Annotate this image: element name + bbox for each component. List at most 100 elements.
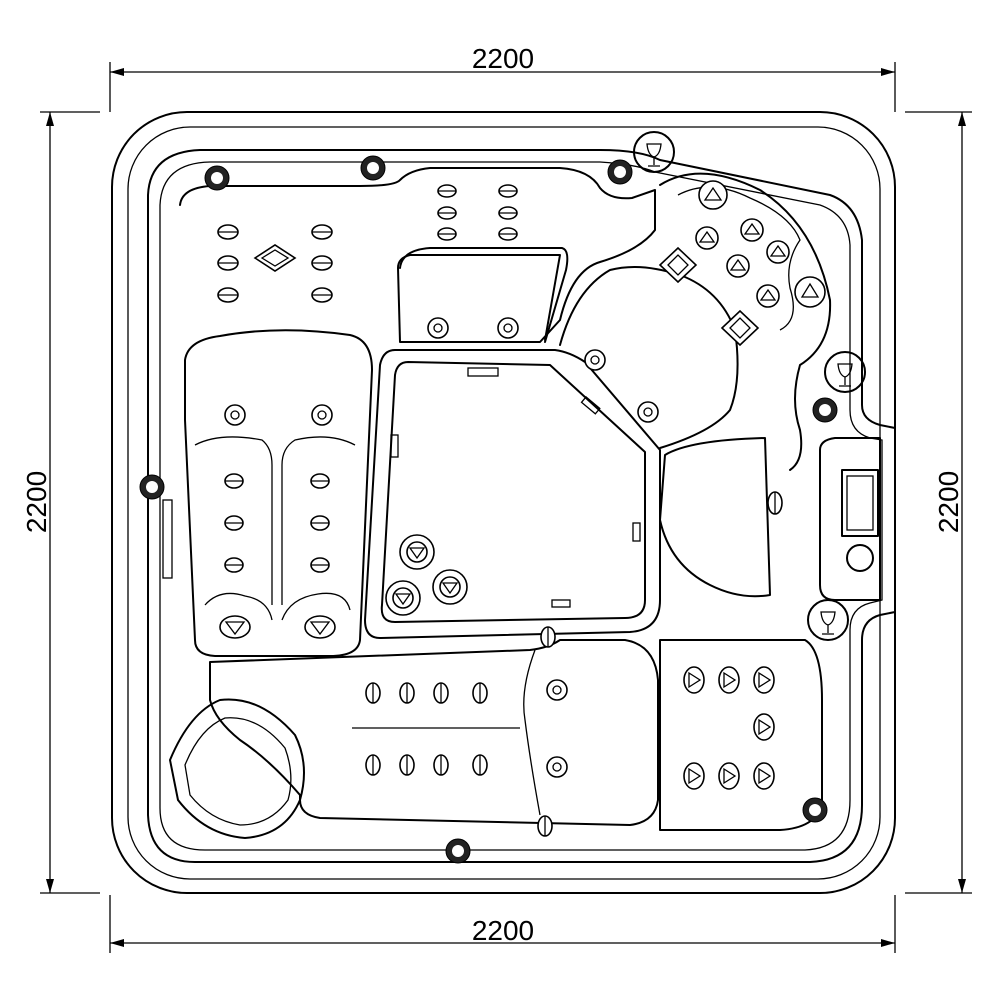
air-controls [139,155,838,864]
drain-icon [551,599,571,608]
jet-icon[interactable] [224,515,244,531]
jet-icon[interactable] [698,180,728,210]
jet-icon[interactable] [427,317,449,339]
air-control-knob-icon[interactable] [360,155,386,181]
jet-icon[interactable] [224,404,246,426]
jet-icon[interactable] [219,615,251,639]
jet-icon[interactable] [683,666,705,694]
jet-icon[interactable] [498,227,518,241]
jet-icon[interactable] [399,682,415,704]
control-panel-icon[interactable] [841,469,879,537]
wine-glass-icon[interactable] [807,599,849,641]
wine-glass-icon[interactable] [633,131,675,173]
footwell-outer [364,349,661,639]
jet-icon[interactable] [310,557,330,573]
jet-icon[interactable] [311,404,333,426]
right-seat [659,437,771,598]
top-center-seat [399,247,569,343]
jet-icon[interactable] [311,255,333,271]
jet-icon[interactable] [720,309,760,347]
jet-icon[interactable] [399,534,435,570]
seats [169,167,881,839]
left-lounger [184,329,373,657]
jet-icon[interactable] [546,756,568,778]
drain-icon [467,367,499,377]
jet-icon[interactable] [253,244,297,272]
top-left-bench [179,167,656,343]
footwell-inner [380,361,646,623]
jet-icon[interactable] [217,255,239,271]
jet-icon[interactable] [437,227,457,241]
right-lower-bench [659,639,823,831]
air-control-knob-icon[interactable] [445,838,471,864]
left-lounger-foot [204,592,351,621]
jet-icon[interactable] [432,569,468,605]
skimmer-icon [162,499,173,579]
jet-icon[interactable] [304,615,336,639]
jet-icon[interactable] [753,762,775,790]
air-control-knob-icon[interactable] [139,474,165,500]
jet-icon[interactable] [433,682,449,704]
jet-icon[interactable] [726,254,750,278]
jet-icon[interactable] [540,626,556,648]
jet-icon[interactable] [310,515,330,531]
jet-icon[interactable] [399,754,415,776]
jet-icon[interactable] [767,491,783,515]
jet-icon[interactable] [753,666,775,694]
jet-icon[interactable] [385,580,421,616]
jet-icon[interactable] [497,317,519,339]
dimension-left: 2200 [21,111,100,894]
jet-icon[interactable] [217,287,239,303]
left-lounger-divider [194,436,356,605]
jet-icon[interactable] [311,287,333,303]
inner-rim [147,149,896,863]
air-control-knob-icon[interactable] [607,159,633,185]
jet-icon[interactable] [310,473,330,489]
jet-icon[interactable] [472,682,488,704]
jet-icon[interactable] [718,666,740,694]
jet-icon[interactable] [658,246,698,284]
dimension-bottom-label: 2200 [472,915,534,946]
jet-icon[interactable] [740,218,764,242]
air-control-knob-icon[interactable] [812,397,838,423]
jet-icon[interactable] [217,224,239,240]
control-button-icon[interactable] [846,544,874,572]
bottom-lounger-divider [352,649,541,816]
control-panel-screen [846,475,874,531]
jet-icon[interactable] [365,754,381,776]
jet-icon[interactable] [311,224,333,240]
corner-scoop-inner [184,717,292,826]
jet-icon[interactable] [637,401,659,423]
jets [217,180,826,837]
jet-icon[interactable] [472,754,488,776]
wine-glass-icon[interactable] [824,351,866,393]
jet-icon[interactable] [537,815,553,837]
dimension-top: 2200 [109,43,896,112]
jet-icon[interactable] [498,206,518,220]
jet-icon[interactable] [437,184,457,198]
jet-icon[interactable] [794,276,826,308]
jet-icon[interactable] [695,226,719,250]
bottom-lounger [209,639,659,826]
jet-icon[interactable] [498,184,518,198]
corner-seat [659,172,832,471]
control-recess [819,437,881,601]
air-control-knob-icon[interactable] [204,165,230,191]
jet-icon[interactable] [365,682,381,704]
air-control-knob-icon[interactable] [802,797,828,823]
jet-icon[interactable] [683,762,705,790]
dimension-right-label: 2200 [933,471,964,533]
dimension-left-label: 2200 [21,471,52,533]
control-panel[interactable] [841,469,879,572]
jet-icon[interactable] [718,762,740,790]
jet-icon[interactable] [753,713,775,741]
jet-icon[interactable] [437,206,457,220]
jet-icon[interactable] [766,240,790,264]
jet-icon[interactable] [756,284,780,308]
jet-icon[interactable] [546,679,568,701]
jet-icon[interactable] [433,754,449,776]
jet-icon[interactable] [224,473,244,489]
jet-icon[interactable] [584,349,606,371]
jet-icon[interactable] [224,557,244,573]
